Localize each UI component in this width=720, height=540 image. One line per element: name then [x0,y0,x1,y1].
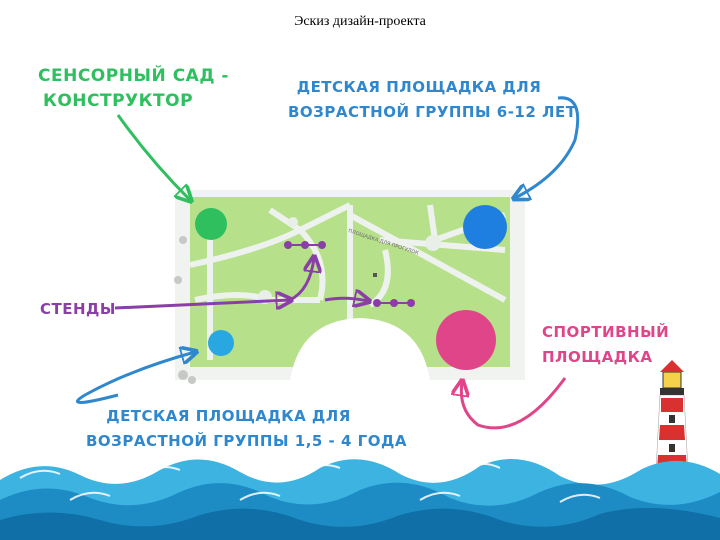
playground-older-arrow [515,96,580,198]
playground-younger-arrow [76,352,195,404]
playground-6-12-label: ДЕТСКАЯ ПЛОЩАДКА ДЛЯ ВОЗРАСТНОЙ ГРУППЫ 6… [288,78,577,121]
sensory-garden-label: СЕНСОРНЫЙ САД - КОНСТРУКТОР [38,66,229,111]
sports-ground-label: СПОРТИВНЫЙ ПЛОЩАДКА [542,323,670,366]
sensory-garden-marker [195,208,227,240]
trees [174,236,196,384]
sports-arrow [461,377,567,430]
waves-decoration [0,458,720,540]
playground-1-5-4-label: ДЕТСКАЯ ПЛОЩАДКА ДЛЯ ВОЗРАСТНОЙ ГРУППЫ 1… [86,407,407,450]
page-title: Эскиз дизайн-проекта [294,14,426,29]
playground-younger-marker [208,330,234,356]
playground-older-marker [463,205,507,249]
stands-label: СТЕНДЫ [40,300,116,318]
sensory-arrow [116,114,190,200]
sports-ground-marker [436,310,496,370]
stands-markers [284,241,415,307]
site-plan: ПЛОЩАДКА ДЛЯ ПРОГУЛОК [174,190,525,384]
stands-arrow-3 [324,298,368,301]
stands-arrow-2 [289,258,314,302]
stands-arrow-1 [114,300,290,308]
central-plaza [290,318,430,380]
